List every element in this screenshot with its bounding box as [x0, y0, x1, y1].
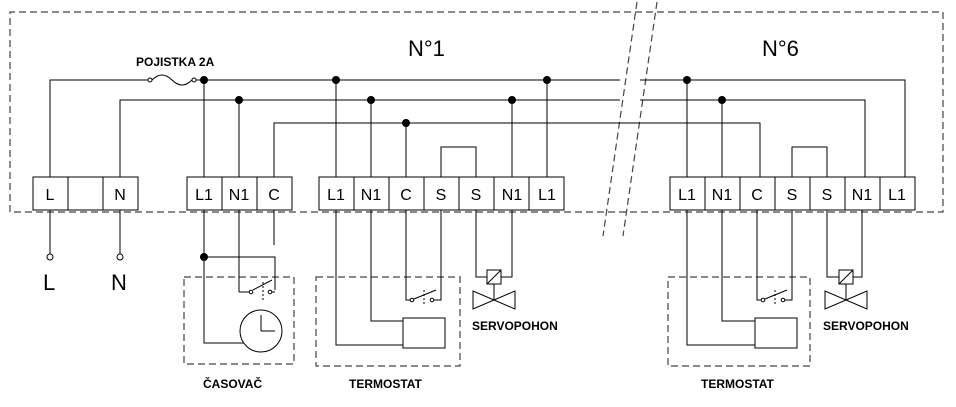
l-bus-wire — [49, 79, 148, 177]
terminal-label: N1 — [361, 187, 382, 204]
valve-actuator-icon — [472, 269, 516, 310]
n-bus-wire — [119, 99, 620, 177]
zone-1-label: N°1 — [408, 36, 445, 61]
supply-l-label: L — [43, 270, 55, 295]
zone-6-label: N°6 — [762, 36, 799, 61]
zone6-terminal-block: L1 N1 C S S N1 L1 — [669, 176, 916, 211]
s-bridge-zone1 — [440, 146, 477, 177]
terminal-label: C — [400, 187, 412, 204]
actuator1-label: SERVOPOHON — [472, 319, 558, 333]
thermostat6-enclosure — [667, 276, 811, 367]
break-mark-left — [602, 1, 638, 237]
terminal-label: S — [471, 187, 482, 204]
terminal-label: S — [822, 187, 833, 204]
fuse-symbol — [147, 74, 197, 86]
actuator6-wiring — [826, 210, 863, 278]
terminal-label: C — [751, 187, 763, 204]
terminal-label: N1 — [229, 187, 250, 204]
terminal-label: S — [436, 187, 447, 204]
terminal-label: L1 — [195, 187, 213, 204]
supply-terminal-block: L N — [32, 176, 139, 211]
terminal-label: L1 — [678, 187, 696, 204]
timer-wiring — [200, 210, 276, 344]
timer-terminal-block: L1 N1 C — [186, 176, 293, 211]
actuator6-label: SERVOPOHON — [823, 319, 909, 333]
terminal-label: L1 — [327, 187, 345, 204]
supply-n-terminal — [116, 253, 124, 261]
terminal-label: N1 — [852, 187, 873, 204]
thermostat1-enclosure — [315, 276, 461, 367]
thermostat6-wiring — [686, 210, 798, 349]
zone1-terminal-block: L1 N1 C S S N1 L1 — [318, 176, 565, 211]
terminal-label: C — [268, 187, 280, 204]
terminal-label: N — [114, 187, 126, 204]
terminal-label: L1 — [538, 187, 556, 204]
actuator1-wiring — [475, 210, 513, 278]
break-mark-right — [622, 1, 658, 237]
fuse-label: POJISTKA 2A — [136, 55, 215, 69]
thermostat6-sensor — [754, 317, 798, 349]
s-bridge-zone6 — [791, 146, 828, 177]
terminal-label: N1 — [502, 187, 523, 204]
c-bus-wire — [273, 122, 761, 177]
terminal-label: N1 — [712, 187, 733, 204]
supply-l-terminal — [46, 253, 54, 261]
valve-actuator-icon — [824, 269, 868, 310]
l-bus-zone6 — [640, 79, 906, 177]
terminal-label: S — [787, 187, 798, 204]
terminal-label: L1 — [888, 187, 906, 204]
thermostat1-sensor — [402, 317, 446, 349]
n-bus-zone6 — [640, 99, 866, 177]
supply-n-label: N — [111, 270, 127, 295]
terminal-label: L — [46, 187, 55, 204]
clock-icon — [239, 309, 283, 353]
thermostat1-wiring — [335, 210, 446, 349]
enclosure-boundary — [9, 11, 944, 213]
thermostat6-label: TERMOSTAT — [701, 377, 775, 391]
timer-label: ČASOVAČ — [203, 376, 262, 391]
thermostat1-label: TERMOSTAT — [349, 377, 423, 391]
